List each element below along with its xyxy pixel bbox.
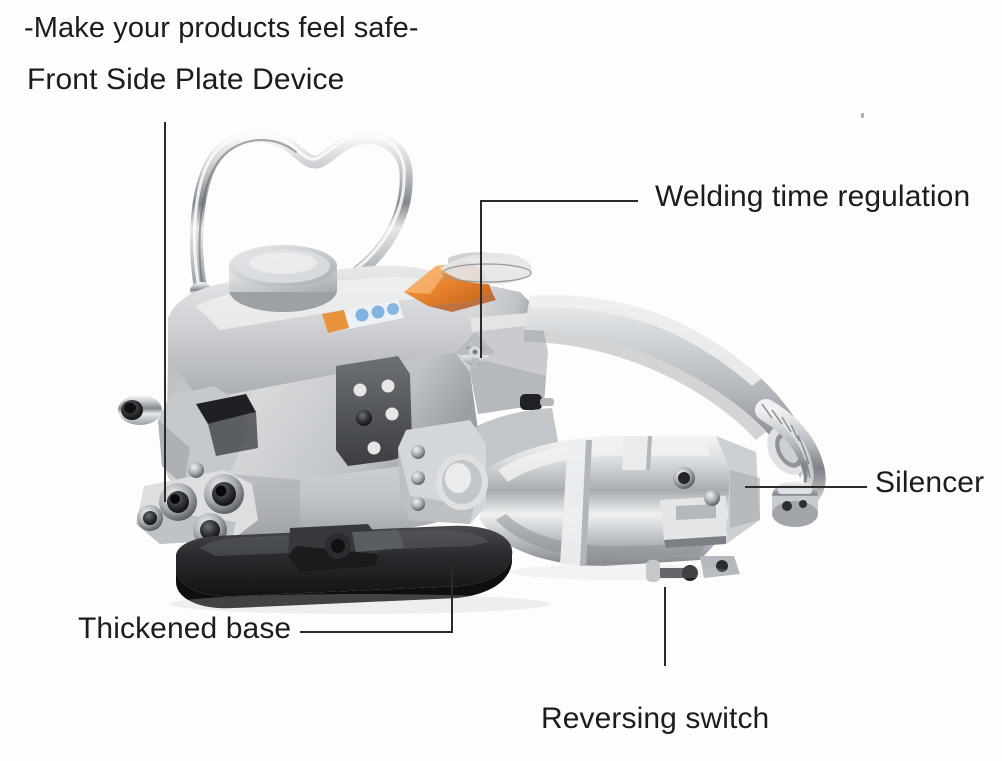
reversing-switch-shape <box>646 556 740 582</box>
front-side-plate-label: Front Side Plate Device <box>27 63 345 96</box>
leader-line-silencer <box>745 486 867 488</box>
side-plate-rollers-shape <box>118 386 258 547</box>
thickened-base-label: Thickened base <box>78 612 292 645</box>
silencer-fitting-shape <box>772 481 818 527</box>
reversing-switch-label: Reversing switch <box>541 702 770 735</box>
leader-line-thickened-base-vertical <box>451 566 453 632</box>
silencer-label: Silencer <box>875 466 985 499</box>
welding-time-regulation-label: Welding time regulation <box>655 180 971 213</box>
tagline-text: -Make your products feel safe- <box>24 12 419 44</box>
cylinder-motor-shape <box>470 408 760 582</box>
mount-flange-shape <box>398 420 488 524</box>
info-sticker-shape <box>322 300 404 333</box>
braided-hose-shape <box>755 399 826 527</box>
thickened-base-shape <box>176 524 513 609</box>
image-speck-artifact <box>861 113 864 118</box>
leader-line-welding-vertical <box>480 200 482 358</box>
leader-line-thickened-base-horizontal <box>300 631 453 633</box>
trigger-lever-shape <box>404 252 533 312</box>
filler-cap-shape <box>229 245 337 312</box>
leader-line-welding-horizontal <box>480 200 638 202</box>
front-side-plate-shape <box>336 356 412 466</box>
leader-line-front-side-plate <box>164 122 166 502</box>
welding-adjust-block-shape <box>456 312 554 414</box>
leader-line-reversing-switch <box>664 587 666 666</box>
welding-adjust-screw-shape <box>456 333 494 368</box>
